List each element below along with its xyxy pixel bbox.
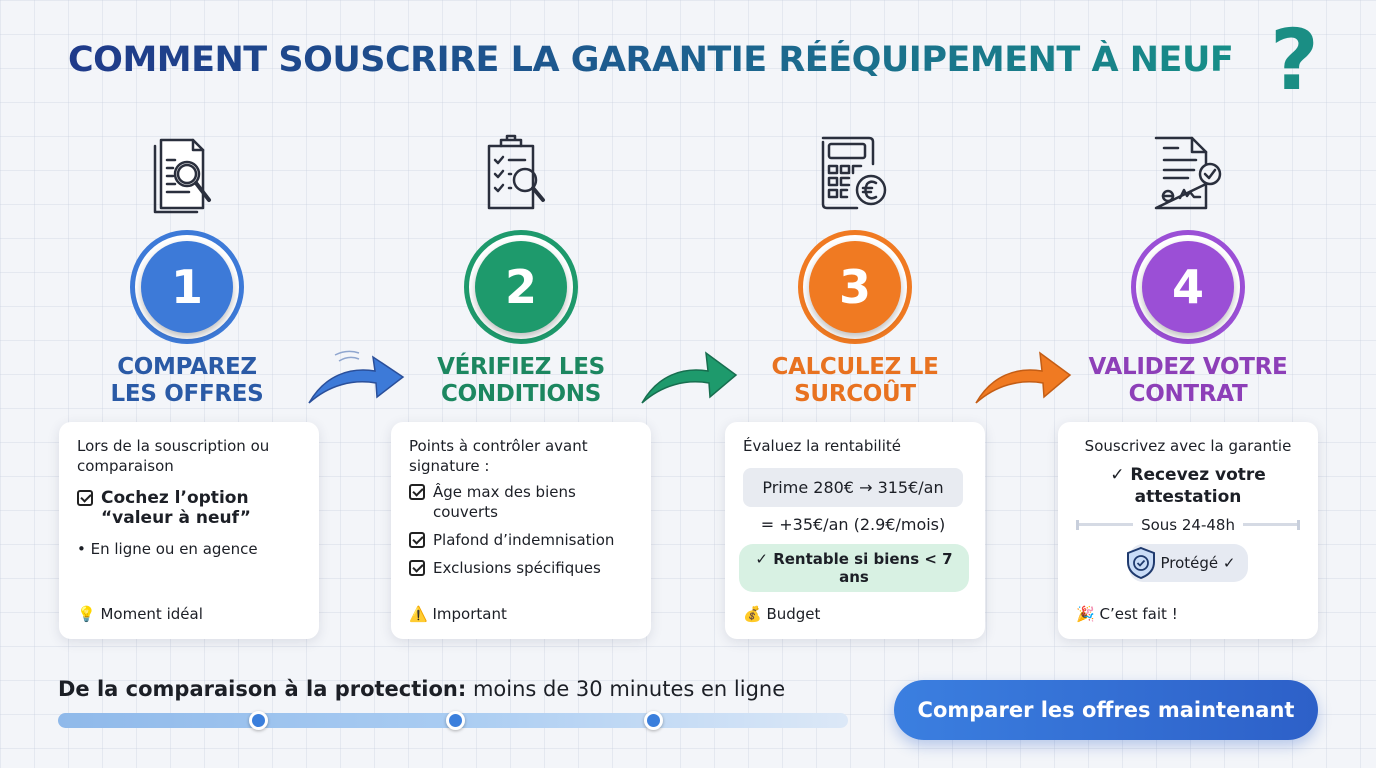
checkbox-checked-icon bbox=[77, 490, 93, 506]
arrow-right-icon bbox=[308, 350, 405, 404]
card-footer: 💰 Budget bbox=[743, 605, 821, 623]
card-lead: Évaluez la rentabilité bbox=[743, 437, 901, 455]
card-lead: Souscrivez avec la garantie bbox=[1084, 437, 1292, 455]
checklist-item: Âge max des biens couverts bbox=[409, 482, 633, 522]
extra-cost: = +35€/an (2.9€/mois) bbox=[760, 515, 946, 534]
progress-marker bbox=[249, 711, 268, 730]
step-number-badge: 1 bbox=[130, 230, 244, 344]
question-mark-icon: ? bbox=[1270, 11, 1319, 109]
step-number-badge: 4 bbox=[1131, 230, 1245, 344]
page-title: COMMENT SOUSCRIRE LA GARANTIE RÉÉQUIPEME… bbox=[68, 40, 1278, 80]
progress-caption: De la comparaison à la protection: moins… bbox=[58, 677, 786, 701]
timeline-line bbox=[1076, 520, 1134, 530]
party-popper-icon: 🎉 bbox=[1076, 605, 1095, 623]
contract-signed-icon bbox=[1154, 136, 1222, 210]
compare-offers-button[interactable]: Comparer les offres maintenant bbox=[894, 680, 1318, 740]
warning-icon: ⚠️ bbox=[409, 605, 428, 623]
card-lead: Lors de la souscription ou comparaison bbox=[77, 437, 270, 475]
premium-box: Prime 280€ → 315€/an bbox=[743, 468, 963, 507]
money-bag-icon: 💰 bbox=[743, 605, 762, 623]
step-heading: COMPAREZ LES OFFRES bbox=[110, 354, 264, 407]
document-search-icon bbox=[153, 138, 211, 214]
profitability-badge: ✓ Rentable si biens < 7 ans bbox=[739, 544, 969, 592]
checkbox-checked-icon bbox=[409, 484, 425, 500]
card-footer: ⚠️ Important bbox=[409, 605, 507, 623]
protected-badge: Protégé ✓ bbox=[1076, 544, 1300, 582]
progress-marker bbox=[446, 711, 465, 730]
bullet-item: • En ligne ou en agence bbox=[77, 540, 258, 558]
bullet-icon: • bbox=[77, 540, 91, 558]
arrow-right-icon bbox=[975, 351, 1072, 404]
step-number-badge: 3 bbox=[798, 230, 912, 344]
card-lead: Points à contrôler avant signature : bbox=[409, 437, 588, 475]
progress-marker bbox=[644, 711, 663, 730]
card-footer: 💡 Moment idéal bbox=[77, 605, 203, 623]
receive-certificate: ✓ Recevez votre attestation bbox=[1110, 465, 1266, 507]
step-heading: VALIDEZ VOTRE CONTRAT bbox=[1088, 354, 1288, 407]
checklist-item: Exclusions spécifiques bbox=[409, 558, 633, 578]
checkbox-checked-icon bbox=[409, 560, 425, 576]
step-1-card: Lors de la souscription ou comparaison C… bbox=[59, 422, 319, 639]
timeline-line bbox=[1242, 520, 1301, 530]
calculator-euro-icon bbox=[821, 136, 887, 210]
delay-timeline: Sous 24-48h bbox=[1076, 516, 1301, 534]
clipboard-search-icon bbox=[487, 134, 545, 210]
arrow-right-icon bbox=[641, 351, 738, 404]
checkbox-checked-icon bbox=[409, 532, 425, 548]
lightbulb-icon: 💡 bbox=[77, 605, 96, 623]
step-3-card: Évaluez la rentabilité Prime 280€ → 315€… bbox=[725, 422, 985, 639]
step-heading: VÉRIFIEZ LES CONDITIONS bbox=[437, 354, 605, 407]
card-footer: 🎉 C’est fait ! bbox=[1076, 605, 1178, 623]
progress-track bbox=[58, 711, 848, 730]
shield-check-icon bbox=[1126, 546, 1155, 580]
step-2-card: Points à contrôler avant signature : Âge… bbox=[391, 422, 651, 639]
step-4-card: Souscrivez avec la garantie ✓ Recevez vo… bbox=[1058, 422, 1318, 639]
checklist-item: Cochez l’option “valeur à neuf” bbox=[77, 488, 301, 528]
checklist-item: Plafond d’indemnisation bbox=[409, 530, 633, 550]
step-heading: CALCULEZ LE SURCOÛT bbox=[771, 354, 939, 407]
step-number-badge: 2 bbox=[464, 230, 578, 344]
